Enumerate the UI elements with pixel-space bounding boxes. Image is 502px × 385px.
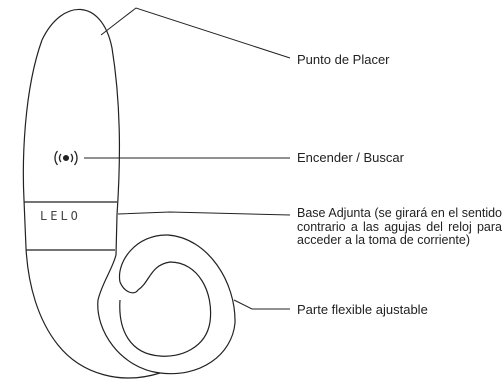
leader-punto-placer (100, 7, 291, 59)
label-parte-flexible: Parte flexible ajustable (297, 302, 428, 317)
leader-base (117, 211, 291, 216)
brand-mark: LELO (40, 209, 81, 223)
device-body-left-edge (22, 39, 161, 379)
label-encender-buscar: Encender / Buscar (297, 150, 404, 165)
flexible-tail-inner (119, 261, 212, 357)
power-signal-icon (54, 150, 78, 166)
leader-flexible (233, 299, 290, 310)
label-punto-placer: Punto de Placer (297, 52, 390, 67)
device-body-outline (41, 8, 236, 375)
label-base-adjunta: Base Adjunta (se girará en el sentido co… (297, 206, 502, 247)
